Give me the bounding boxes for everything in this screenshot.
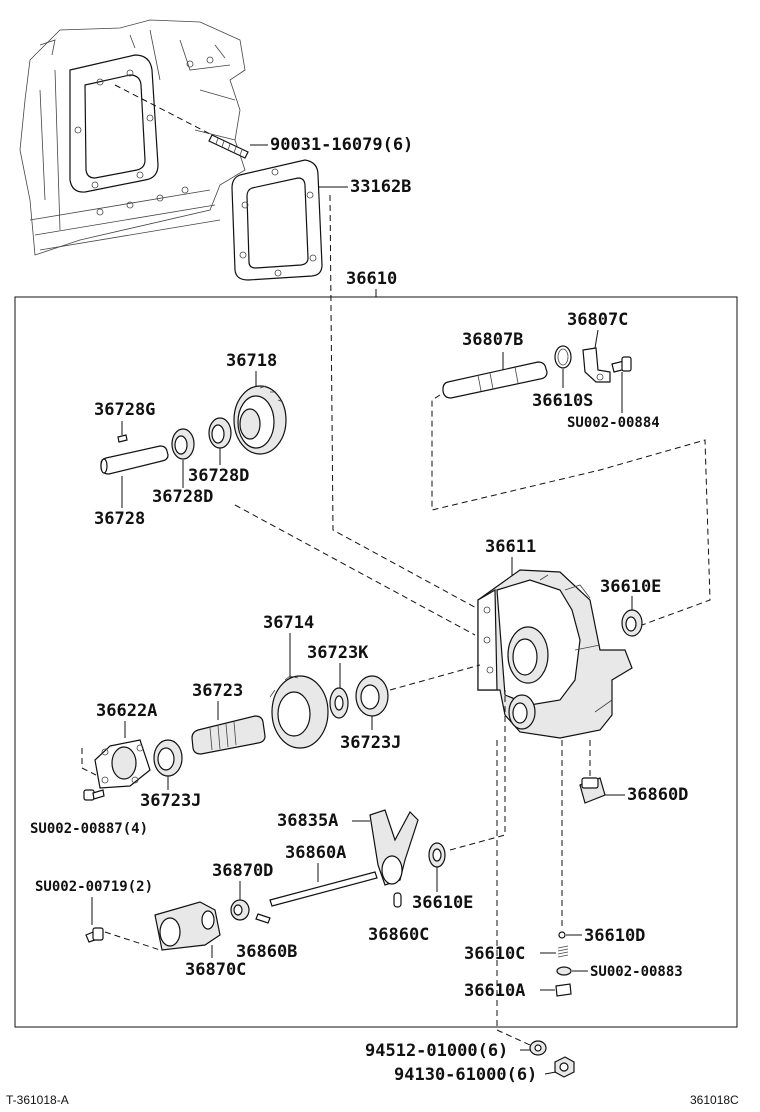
label-key-36728g: 36728G — [94, 400, 155, 420]
label-fork-36835a: 36835A — [277, 811, 338, 831]
label-pin-36870d: 36870D — [212, 861, 273, 881]
label-plug-36860d: 36860D — [627, 785, 688, 805]
case-36611-part — [477, 569, 633, 739]
label-assy: 36610 — [346, 269, 397, 289]
label-bearing-36728d-a: 36728D — [188, 466, 249, 486]
cover-bolt-guide — [81, 748, 97, 776]
nut-94130-leader — [544, 1071, 557, 1075]
transmission-case-drawing — [19, 19, 246, 256]
label-spring-36610c: 36610C — [464, 944, 525, 964]
label-plug-36610a: 36610A — [464, 981, 525, 1001]
stud-bolt-part — [208, 134, 249, 159]
label-shaft-36723: 36723 — [192, 681, 243, 701]
label-gear-36714: 36714 — [263, 613, 314, 633]
plug-36860d-part — [579, 777, 606, 804]
bolt-su00719-part — [85, 927, 104, 943]
rod-part — [269, 871, 378, 907]
label-bolt-su00884: SU002-00884 — [567, 415, 660, 431]
label-washer-36723k: 36723K — [307, 643, 369, 663]
label-bolt-su00719: SU002-00719(2) — [35, 879, 153, 895]
plug-36610a-part — [555, 983, 572, 997]
key-part — [117, 434, 128, 443]
label-case-36611: 36611 — [485, 537, 536, 557]
seal-36610e-bottom-part — [428, 842, 446, 868]
bolt-su00884-part — [611, 356, 632, 373]
housing-bolt-guide — [104, 931, 161, 951]
spring-36610c-part — [557, 945, 569, 958]
cover-36622a-part — [94, 739, 151, 789]
stud-guide-line — [114, 84, 213, 136]
label-oring: 36610S — [532, 391, 593, 411]
nut-guide — [496, 740, 531, 1046]
shaft-36723-part — [191, 715, 266, 755]
label-rod-36860a: 36860A — [285, 843, 346, 863]
label-bearing-36723j-b: 36723J — [140, 791, 201, 811]
label-shaft-36807b: 36807B — [462, 330, 523, 350]
seal-36610e-top-part — [621, 609, 643, 637]
label-bearing-36723j-a: 36723J — [340, 733, 401, 753]
label-gasket-su00883: SU002-00883 — [590, 964, 683, 980]
bolt-su00887-part — [83, 789, 105, 801]
label-ball-36610d: 36610D — [584, 926, 645, 946]
shaft-guide-line — [431, 394, 711, 626]
ball-36610d-part — [558, 931, 566, 939]
label-pin-36860c: 36860C — [368, 925, 429, 945]
label-shaft-36728: 36728 — [94, 509, 145, 529]
label-stud: 90031-16079(6) — [270, 135, 413, 155]
label-pin-36860b: 36860B — [236, 942, 297, 962]
bearing-36723j-b-part — [153, 739, 183, 777]
nut-94130-part — [554, 1056, 575, 1078]
housing-36870c-part — [154, 901, 221, 951]
label-plate-36807c: 36807C — [567, 310, 628, 330]
label-bearing-36728d-b: 36728D — [152, 487, 213, 507]
plate-leader — [594, 329, 599, 349]
plate-36807c-part — [582, 347, 611, 383]
gasket-su00883-part — [556, 966, 572, 976]
gear-36714-part — [269, 675, 329, 749]
pin-36870d-part — [230, 899, 250, 921]
label-seal-36610e-bottom: 36610E — [412, 893, 473, 913]
footer-right-code: 361018C — [690, 1093, 739, 1107]
label-nut-94130: 94130-61000(6) — [394, 1065, 537, 1085]
bearing-36728d-b-part — [171, 428, 195, 460]
fork-36835a-part — [369, 809, 419, 886]
gear-36718-part — [233, 385, 287, 455]
bearing-j-guide — [389, 664, 481, 691]
label-gear-36718: 36718 — [226, 351, 277, 371]
label-gasket: 33162B — [350, 177, 411, 197]
shaft-36728-part — [100, 445, 169, 475]
label-washer-94512: 94512-01000(6) — [365, 1041, 508, 1061]
pin-36860c-part — [393, 892, 402, 908]
label-bolt-su00887: SU002-00887(4) — [30, 821, 148, 837]
gasket-33162b-part — [231, 159, 323, 281]
bearing-36728d-a-part — [208, 417, 232, 449]
footer-left-code: T-361018-A — [6, 1093, 69, 1107]
pin-36860b-part — [255, 913, 271, 924]
gasket-guide-line — [329, 194, 481, 611]
shaft-36807b-part — [442, 361, 548, 399]
bearing-36723j-a-part — [355, 675, 389, 717]
label-housing-36870c: 36870C — [185, 960, 246, 980]
washer-94512-part — [529, 1040, 547, 1056]
gear-guide-line — [234, 504, 476, 636]
seal-bottom-guide — [449, 690, 506, 851]
label-seal-36610e-top: 36610E — [600, 577, 661, 597]
label-cover-36622a: 36622A — [96, 701, 157, 721]
